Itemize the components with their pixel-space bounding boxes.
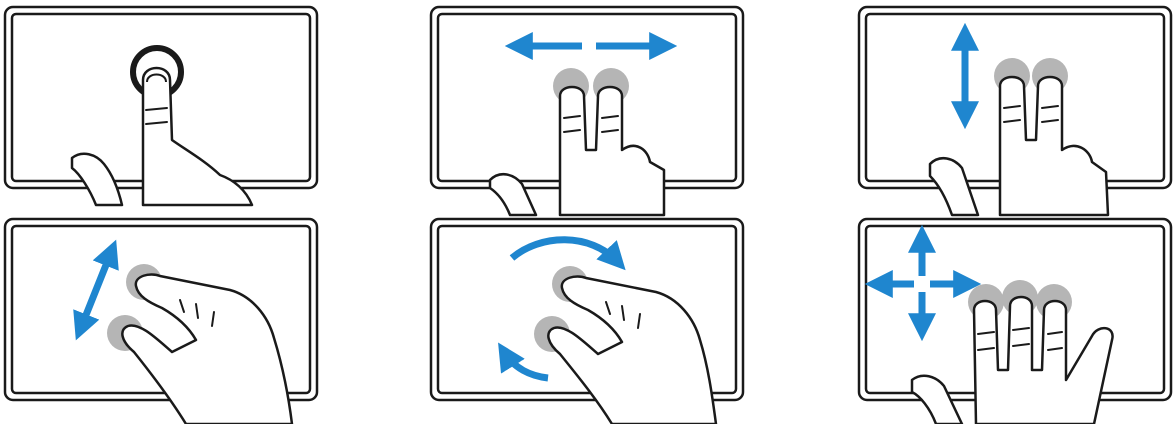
panel-three-finger-swipe [859,219,1171,424]
panel-pinch-zoom [5,219,317,424]
panel-two-finger-horizontal-scroll [431,7,743,215]
panel-one-finger-tap [5,7,317,205]
panel-two-finger-vertical-scroll [859,7,1171,215]
panel-two-finger-rotate [431,219,743,424]
